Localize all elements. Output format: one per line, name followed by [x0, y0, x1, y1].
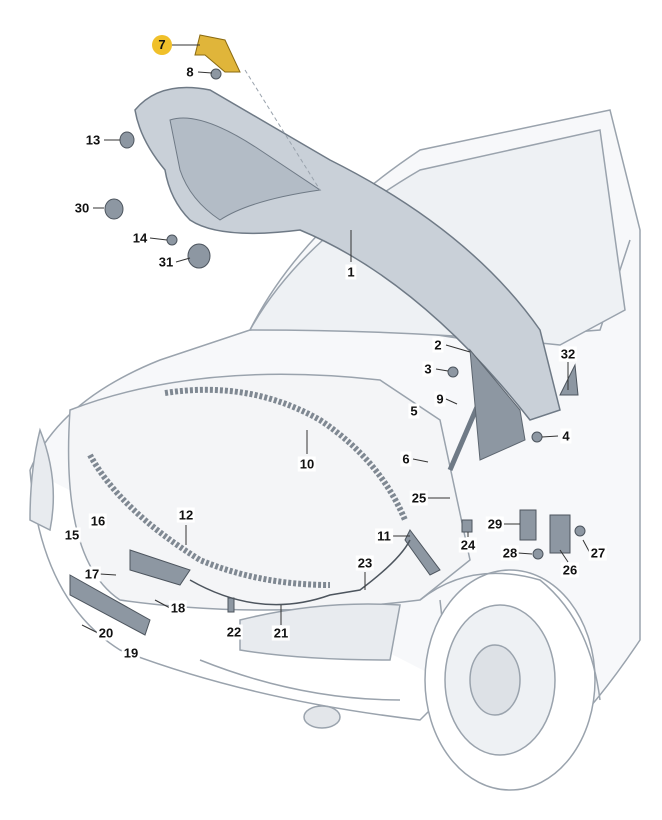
callout-6[interactable]: 6 [400, 451, 412, 467]
callout-1[interactable]: 1 [345, 264, 357, 280]
callout-25[interactable]: 25 [409, 490, 429, 506]
callout-7[interactable]: 7 [152, 35, 172, 55]
callout-23[interactable]: 23 [355, 555, 375, 571]
callout-8[interactable]: 8 [184, 64, 196, 80]
callout-14[interactable]: 14 [130, 230, 150, 246]
callout-13[interactable]: 13 [83, 132, 103, 148]
callout-30[interactable]: 30 [72, 200, 92, 216]
callout-16[interactable]: 16 [88, 513, 108, 529]
callout-15[interactable]: 15 [62, 527, 82, 543]
callout-26[interactable]: 26 [560, 562, 580, 578]
callout-2[interactable]: 2 [432, 337, 444, 353]
callout-11[interactable]: 11 [375, 528, 393, 544]
callout-21[interactable]: 21 [271, 625, 291, 641]
callout-29[interactable]: 29 [485, 516, 505, 532]
callout-9[interactable]: 9 [434, 391, 446, 407]
callout-5[interactable]: 5 [408, 403, 420, 419]
callout-32[interactable]: 32 [558, 346, 578, 362]
callout-10[interactable]: 10 [297, 456, 317, 472]
callout-4[interactable]: 4 [560, 428, 572, 444]
callout-3[interactable]: 3 [422, 361, 434, 377]
callout-22[interactable]: 22 [224, 624, 244, 640]
callout-31[interactable]: 31 [156, 254, 176, 270]
callout-24[interactable]: 24 [458, 537, 478, 553]
callout-28[interactable]: 28 [500, 545, 520, 561]
callout-20[interactable]: 20 [96, 625, 116, 641]
callout-17[interactable]: 17 [82, 566, 102, 582]
callout-18[interactable]: 18 [168, 600, 188, 616]
callout-27[interactable]: 27 [588, 545, 608, 561]
callout-12[interactable]: 12 [176, 507, 196, 523]
callout-19[interactable]: 19 [121, 645, 141, 661]
